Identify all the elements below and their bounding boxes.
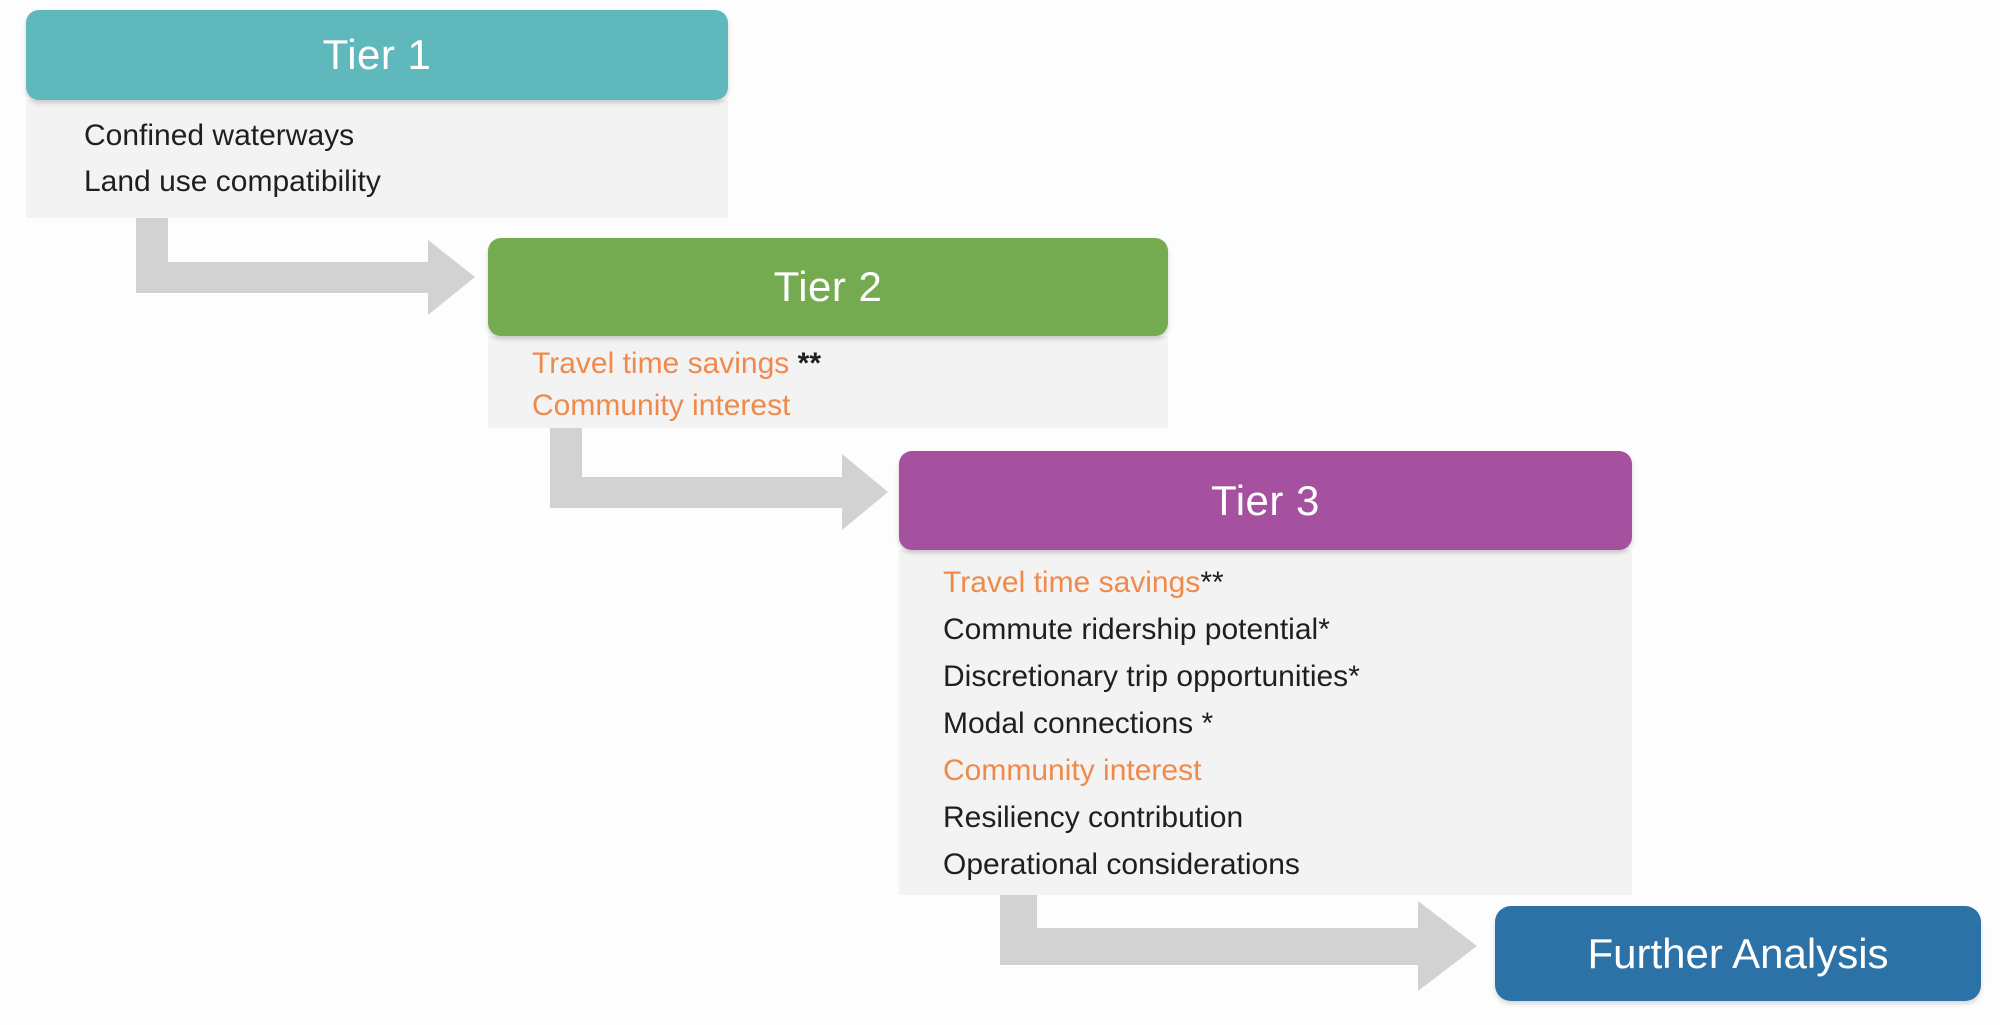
further-analysis-box: Further Analysis [1495,906,1981,1001]
criterion-travel-time-savings: Travel time savings** [943,566,1224,599]
tier1-header: Tier 1 [26,10,728,100]
criterion-commute-ridership-potential: Commute ridership potential* [943,613,1330,646]
tier1-criteria-panel: Confined waterways Land use compatibilit… [26,100,728,218]
tier2-criteria-panel: Travel time savings ** Community interes… [488,336,1168,428]
arrow-tier1-to-tier2-icon [136,218,475,315]
arrow-tier3-to-further-analysis-icon [1000,895,1477,991]
tier3-header: Tier 3 [899,451,1632,550]
further-analysis-label: Further Analysis [1587,929,1889,977]
criterion-travel-time-savings: Travel time savings ** [532,347,821,380]
criterion-discretionary-trip-opportunities: Discretionary trip opportunities* [943,660,1360,693]
tier3-criteria-panel: Travel time savings** Commute ridership … [899,550,1632,895]
criterion-resiliency-contribution: Resiliency contribution [943,801,1244,834]
criterion-operational-considerations: Operational considerations [943,848,1300,881]
arrow-tier2-to-tier3-icon [550,424,888,530]
criterion-land-use-compatibility: Land use compatibility [84,165,381,198]
tier3-block: Tier 3 Travel time savings** Commute rid… [899,451,1632,895]
tier1-title: Tier 1 [322,31,432,78]
criterion-community-interest: Community interest [943,754,1202,787]
tier2-header: Tier 2 [488,238,1168,336]
tier3-title: Tier 3 [1211,476,1320,524]
tier2-block: Tier 2 Travel time savings ** Community … [488,238,1168,428]
criterion-confined-waterways: Confined waterways [84,119,355,152]
tier1-block: Tier 1 Confined waterways Land use compa… [26,10,728,218]
criterion-community-interest: Community interest [532,389,791,422]
criterion-modal-connections: Modal connections * [943,707,1214,740]
tier2-title: Tier 2 [773,263,883,310]
